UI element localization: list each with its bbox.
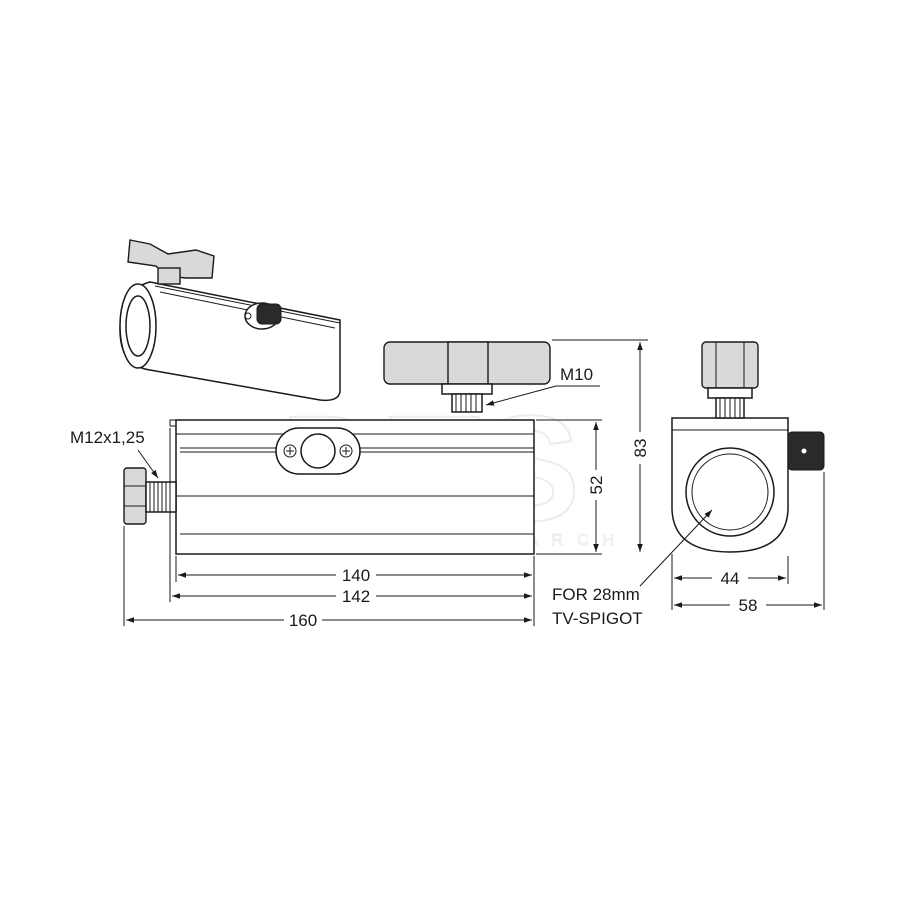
dim-83: 83: [631, 439, 650, 458]
dim-58: 58: [739, 596, 758, 615]
side-view: [123, 341, 551, 555]
perspective-view: [119, 239, 341, 402]
dim-142: 142: [342, 587, 370, 606]
dim-140: 140: [342, 566, 370, 585]
dimensions: 140 142 160 52 83 44 58: [123, 339, 825, 630]
dim-160: 160: [289, 611, 317, 630]
dim-52: 52: [587, 476, 606, 495]
end-view: [671, 341, 825, 553]
label-m10: M10: [560, 365, 593, 384]
label-m12: M12x1,25: [70, 428, 145, 447]
labels: M12x1,25 M10 FOR 28mm TV-SPIGOT: [70, 365, 713, 628]
label-spigot-line1: FOR 28mm: [552, 585, 640, 604]
label-spigot-line2: TV-SPIGOT: [552, 609, 643, 628]
dim-44: 44: [721, 569, 740, 588]
